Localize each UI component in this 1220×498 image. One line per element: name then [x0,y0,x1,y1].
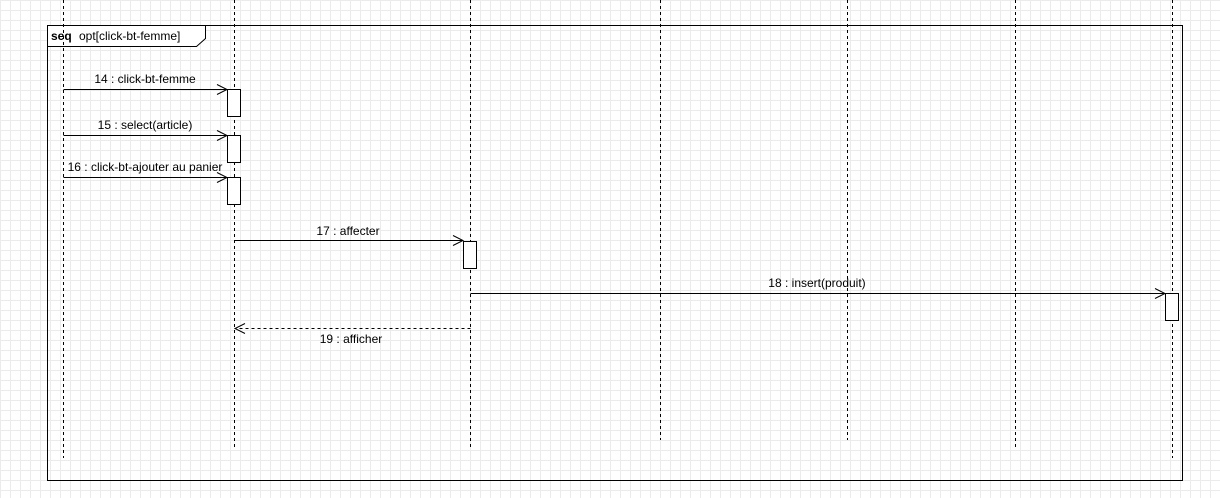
activation-bar[interactable] [1165,293,1179,321]
arrowhead-14 [216,84,229,95]
message-label-14: 14 : click-bt-femme [94,72,196,86]
activation-bar[interactable] [227,177,241,205]
activation-bar[interactable] [227,89,241,117]
arrowhead-19 [233,323,246,334]
fragment-guard: opt[click-bt-femme] [79,29,180,43]
message-label-19: 19 : afficher [320,332,382,346]
message-label-15: 15 : select(article) [98,118,193,132]
arrowhead-18 [1154,288,1167,299]
activation-bar[interactable] [227,135,241,163]
activation-bar[interactable] [463,241,477,269]
arrowhead-16 [216,172,229,183]
message-label-17: 17 : affecter [316,224,379,238]
message-label-16: 16 : click-bt-ajouter au panier [68,160,223,174]
fragment-label-tab [47,25,206,47]
fragment-keyword: seq [51,29,72,43]
message-label-18: 18 : insert(produit) [768,276,865,290]
arrowhead-15 [216,130,229,141]
fragment-frame[interactable] [47,25,1183,481]
arrowhead-17 [452,235,465,246]
